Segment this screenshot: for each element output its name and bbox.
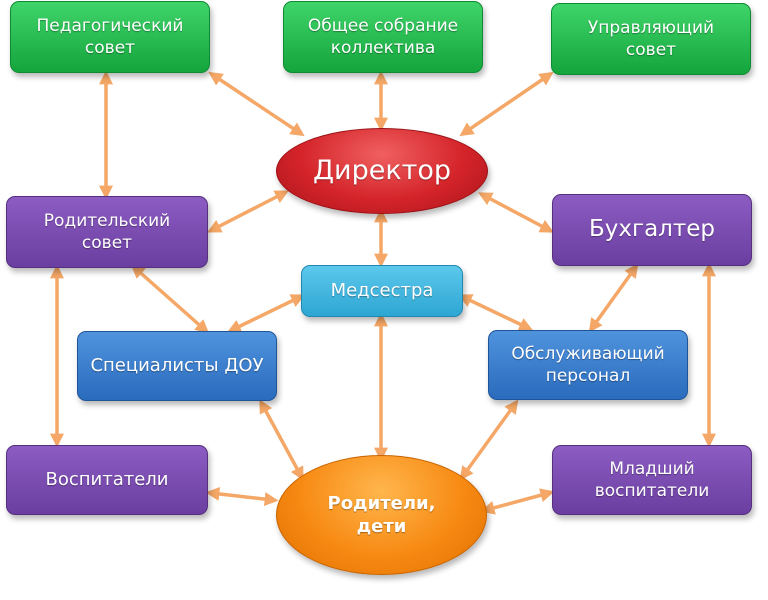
node-medsestra-label: Медсестра: [330, 280, 434, 302]
node-ped-sovet: Педагогический совет: [10, 1, 210, 73]
node-upravl-sovet-label: Управляющий совет: [587, 17, 715, 60]
node-specialisty-label: Специалисты ДОУ: [90, 355, 264, 377]
node-rod-sovet: Родительский совет: [6, 196, 208, 268]
node-roditeli-label: Родители, дети: [327, 492, 436, 537]
node-vospitateli: Воспитатели: [6, 445, 208, 515]
arrow-ped-sovet-direktor: [208, 71, 305, 137]
arrow-upravl-direktor: [459, 71, 554, 137]
node-obsluzh: Обслуживающий персонал: [488, 330, 688, 400]
node-buhgalter-label: Бухгалтер: [588, 216, 716, 243]
node-ped-sovet-label: Педагогический совет: [36, 15, 184, 58]
node-obshchee-sobranie-label: Общее собрание коллектива: [307, 15, 459, 58]
arrow-buhgalter-direktor: [478, 192, 554, 233]
node-rod-sovet-label: Родительский совет: [43, 210, 171, 253]
node-vospitateli-label: Воспитатели: [45, 469, 169, 491]
node-medsestra: Медсестра: [301, 265, 463, 317]
arrow-buhgalter-obsluzh: [588, 263, 639, 333]
node-specialisty: Специалисты ДОУ: [77, 331, 277, 401]
arrow-rod-sovet-specialisty: [130, 264, 210, 334]
node-upravl-sovet: Управляющий совет: [551, 3, 751, 75]
node-mladshiy-label: Младший воспитатели: [594, 458, 710, 501]
node-obshchee-sobranie: Общее собрание коллектива: [283, 1, 483, 73]
arrow-medsestra-specialisty: [226, 294, 306, 333]
arrow-obsluzh-roditeli: [459, 399, 519, 481]
node-direktor-label: Директор: [312, 155, 452, 187]
node-direktor: Директор: [276, 128, 488, 214]
arrow-specialisty-roditeli: [259, 399, 304, 481]
node-mladshiy: Младший воспитатели: [552, 445, 752, 515]
node-buhgalter: Бухгалтер: [552, 194, 752, 266]
arrow-rod-sovet-direktor: [207, 190, 289, 233]
arrow-mladshiy-roditeli: [480, 488, 555, 515]
node-roditeli: Родители, дети: [276, 455, 487, 575]
node-obsluzh-label: Обслуживающий персонал: [511, 343, 665, 386]
arrow-vospitateli-roditeli: [205, 486, 279, 507]
arrow-medsestra-obsluzh: [457, 294, 534, 331]
